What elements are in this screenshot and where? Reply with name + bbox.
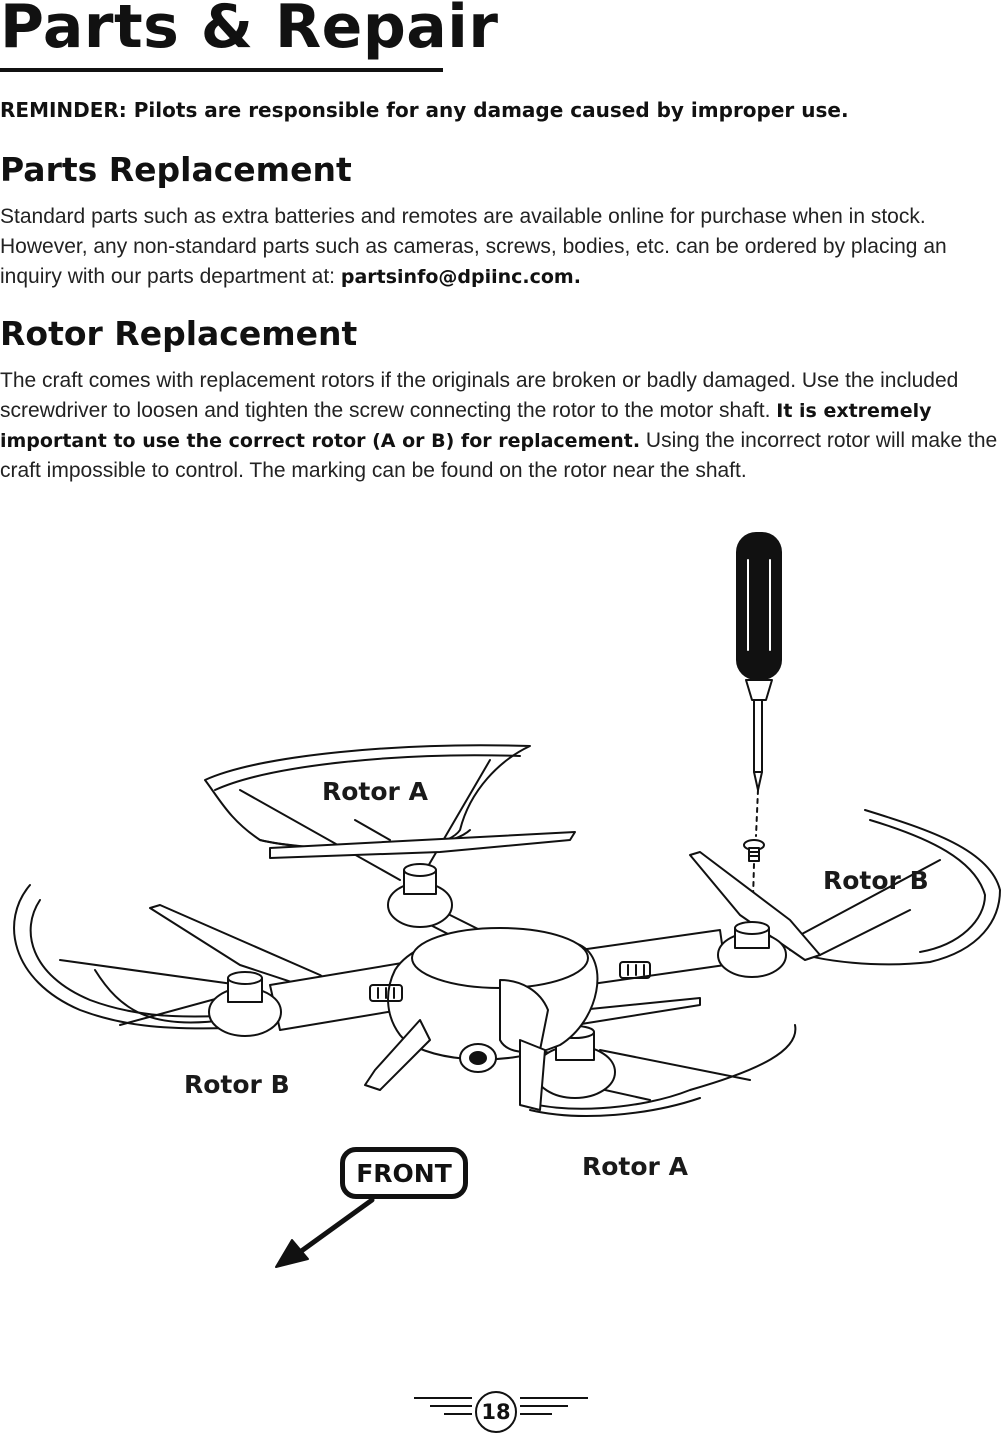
- footer-line-right-low: [520, 1413, 552, 1415]
- footer-line-left-low: [444, 1413, 472, 1415]
- guard-back-left: [204, 744, 531, 881]
- rotor-replacement-body-1: The craft comes with replacement rotors …: [0, 369, 959, 422]
- rotor-label-front-left: Rotor B: [184, 1070, 290, 1099]
- front-badge: FRONT: [340, 1147, 468, 1199]
- footer-line-right-top: [520, 1397, 588, 1399]
- drone-illustration: [0, 525, 1003, 1285]
- motor-back-right: [717, 921, 787, 978]
- footer-line-left-mid: [430, 1405, 472, 1407]
- rotor-blade-back-right: [689, 851, 821, 961]
- motor-back-left: [387, 863, 453, 928]
- title-underline: [0, 68, 443, 72]
- screwdriver-icon: [736, 532, 782, 837]
- parts-replacement-paragraph: Standard parts such as extra batteries a…: [0, 202, 1000, 292]
- rotor-replacement-heading: Rotor Replacement: [0, 314, 358, 353]
- arm-back-right: [579, 929, 726, 986]
- guard-back-right: [789, 809, 1001, 966]
- drone-body: [369, 927, 651, 1073]
- front-arrow-icon: [275, 1197, 375, 1268]
- page-footer: 18: [400, 1385, 600, 1445]
- footer-line-left-top: [414, 1397, 472, 1399]
- footer-line-right-mid: [520, 1405, 568, 1407]
- rotor-replacement-body-2: Using the incorrect rotor will make the …: [0, 429, 998, 482]
- motor-front-left: [208, 971, 282, 1037]
- parts-replacement-body: Standard parts such as extra batteries a…: [0, 205, 947, 288]
- parts-replacement-heading: Parts Replacement: [0, 150, 352, 189]
- guard-front-left: [13, 884, 241, 1030]
- landing-gear: [364, 1019, 546, 1111]
- parts-email: partsinfo@dpiinc.com.: [340, 266, 581, 288]
- rotor-label-front-right: Rotor A: [582, 1152, 688, 1181]
- rotor-replacement-emphasis: It is extremely important to use the cor…: [0, 400, 932, 452]
- rotor-label-back-right: Rotor B: [823, 866, 929, 895]
- page-title: Parts & Repair: [0, 0, 499, 62]
- page-number: 18: [475, 1391, 517, 1433]
- rotor-blade-back-left: [269, 831, 576, 859]
- rotor-replacement-paragraph: The craft comes with replacement rotors …: [0, 366, 1000, 486]
- reminder-text: REMINDER: Pilots are responsible for any…: [0, 98, 849, 122]
- rotor-label-back-left: Rotor A: [322, 777, 428, 806]
